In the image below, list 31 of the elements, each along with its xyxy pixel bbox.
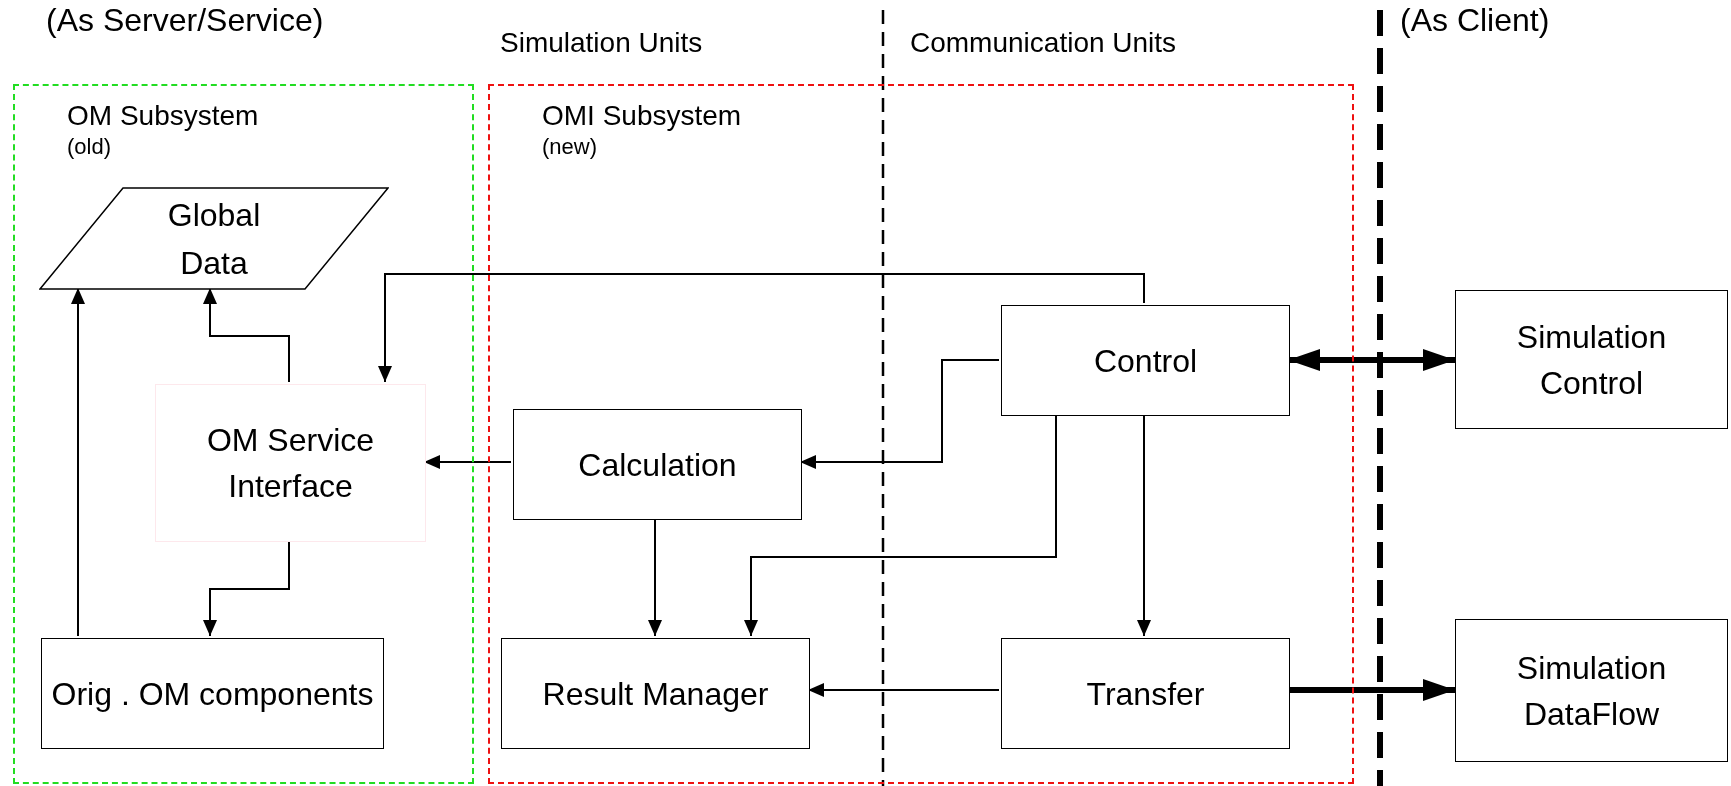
process-box xyxy=(501,638,810,749)
section-label: (As Server/Service) xyxy=(46,1,324,40)
group-subtitle: (old) xyxy=(67,133,112,161)
process-box xyxy=(1001,305,1290,416)
data-parallelogram xyxy=(39,187,389,290)
dashed-group-frame xyxy=(13,84,474,784)
node-label: Simulation DataFlow xyxy=(1515,648,1668,734)
group-title: OM Subsystem xyxy=(67,99,259,133)
node-label: Global Data xyxy=(166,195,262,283)
group-subtitle: (new) xyxy=(542,133,598,161)
node-label: OM Service Interface xyxy=(205,421,376,506)
node-label: Calculation xyxy=(578,445,737,485)
process-box xyxy=(41,638,384,749)
node-label: Control xyxy=(1093,341,1198,381)
node-label: Simulation Control xyxy=(1515,317,1668,403)
group-title: OMI Subsystem xyxy=(542,99,742,133)
section-label: (As Client) xyxy=(1400,1,1550,40)
arrow xyxy=(378,273,1145,383)
process-box xyxy=(1455,290,1728,429)
node-label: Result Manager xyxy=(542,674,769,714)
dashed-group-frame xyxy=(488,84,1354,784)
process-box xyxy=(1455,619,1728,762)
node-label: Orig . OM components xyxy=(51,674,374,714)
process-box xyxy=(1001,638,1290,749)
arrow xyxy=(1288,349,1455,371)
section-label: Communication Units xyxy=(910,26,1177,60)
node-label: Transfer xyxy=(1086,674,1205,714)
process-box xyxy=(155,384,426,542)
arrow xyxy=(1288,679,1455,701)
process-box xyxy=(513,409,802,520)
section-label: Simulation Units xyxy=(500,26,703,60)
